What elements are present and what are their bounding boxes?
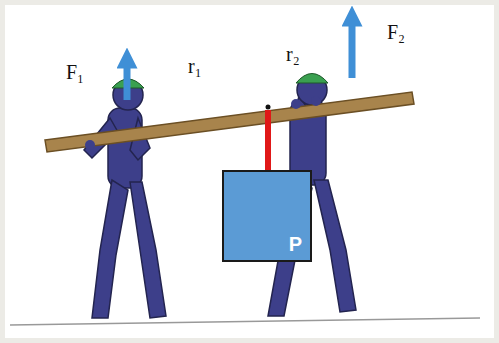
load-label: P	[289, 234, 302, 254]
force-label: F₂	[387, 22, 405, 42]
force-arrow	[124, 58, 131, 100]
force-label: F₁	[66, 62, 84, 82]
beam	[45, 92, 414, 152]
force-arrow	[349, 16, 356, 78]
arm-label: r₁	[188, 56, 202, 76]
arm-label: r₂	[286, 44, 300, 64]
left-worker	[84, 80, 166, 318]
ground	[10, 318, 480, 325]
load-box: P	[222, 170, 312, 262]
